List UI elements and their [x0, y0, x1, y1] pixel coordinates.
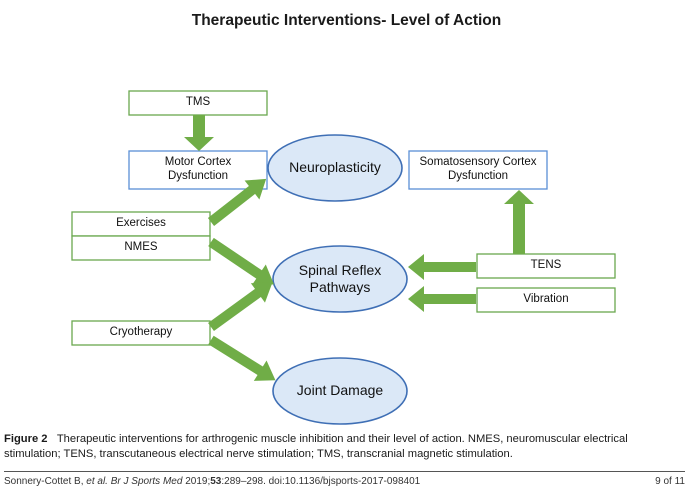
somatosensory-line1: Somatosensory Cortex: [419, 156, 537, 169]
arrow-exercises-to-neuroplasticity: [207, 178, 267, 226]
arrow-vibration-to-spinal: [408, 286, 476, 312]
nmes-label: NMES: [124, 241, 158, 254]
arrow-tens-to-spinal: [408, 254, 476, 280]
joint-damage-node: [272, 357, 408, 425]
arrow-tens-to-somatosensory: [504, 190, 534, 254]
figure-title: Therapeutic Interventions- Level of Acti…: [191, 12, 502, 29]
motor-cortex-box: [128, 150, 268, 190]
arrow-tms-to-motor-cortex: [184, 115, 214, 151]
tms-label: TMS: [185, 96, 211, 109]
neuroplasticity-label: Neuroplasticity: [289, 159, 381, 176]
tens-box: [476, 253, 616, 279]
arrow-cryotherapy-to-joint: [208, 335, 276, 381]
page-number: 9 of 11: [655, 476, 685, 487]
vibration-box: [476, 287, 616, 313]
spinal-reflex-node: [272, 245, 408, 313]
citation-etal: et al: [86, 476, 106, 487]
diagram-canvas: [71, 90, 616, 425]
motor-cortex-label: Motor Cortex Dysfunction: [129, 151, 267, 189]
citation-journal: . Br J Sports Med: [105, 476, 183, 487]
tens-label: TENS: [530, 259, 562, 272]
figure-caption: Figure 2 Therapeutic interventions for a…: [4, 432, 684, 462]
somatosensory-line2: Dysfunction: [447, 170, 509, 182]
spinal-reflex-label: Spinal Reflex Pathways: [273, 246, 407, 312]
somatosensory-label: Somatosensory Cortex Dysfunction: [409, 151, 547, 189]
caption-label: Figure 2: [4, 433, 48, 445]
exercises-label: Exercises: [116, 217, 166, 230]
vibration-label: Vibration: [523, 293, 569, 306]
footer-divider: [4, 471, 685, 472]
motor-cortex-line1: Motor Cortex: [164, 156, 232, 169]
exercises-box: [71, 211, 211, 237]
joint-damage-label: Joint Damage: [296, 382, 384, 399]
spinal-reflex-line2: Pathways: [309, 279, 371, 295]
citation: Sonnery-Cottet B, et al. Br J Sports Med…: [4, 476, 420, 487]
motor-cortex-line2: Dysfunction: [167, 170, 229, 182]
spinal-reflex-line1: Spinal Reflex: [298, 261, 382, 278]
caption-text: Therapeutic interventions for arthrogeni…: [4, 433, 628, 461]
cryotherapy-label: Cryotherapy: [109, 326, 173, 339]
neuroplasticity-node: [267, 134, 403, 202]
arrow-nmes-to-spinal: [208, 237, 275, 285]
cryotherapy-box: [71, 320, 211, 346]
citation-authors: Sonnery-Cottet B,: [4, 476, 87, 487]
citation-pages-doi: :289–298. doi:10.1136/bjsports-2017-0984…: [221, 476, 421, 487]
arrow-cryotherapy-to-spinal: [208, 282, 273, 332]
somatosensory-box: [408, 150, 548, 190]
tms-box: [128, 90, 268, 116]
nmes-box: [71, 235, 211, 261]
citation-year: 2019;: [182, 476, 211, 487]
citation-volume: 53: [210, 476, 222, 487]
